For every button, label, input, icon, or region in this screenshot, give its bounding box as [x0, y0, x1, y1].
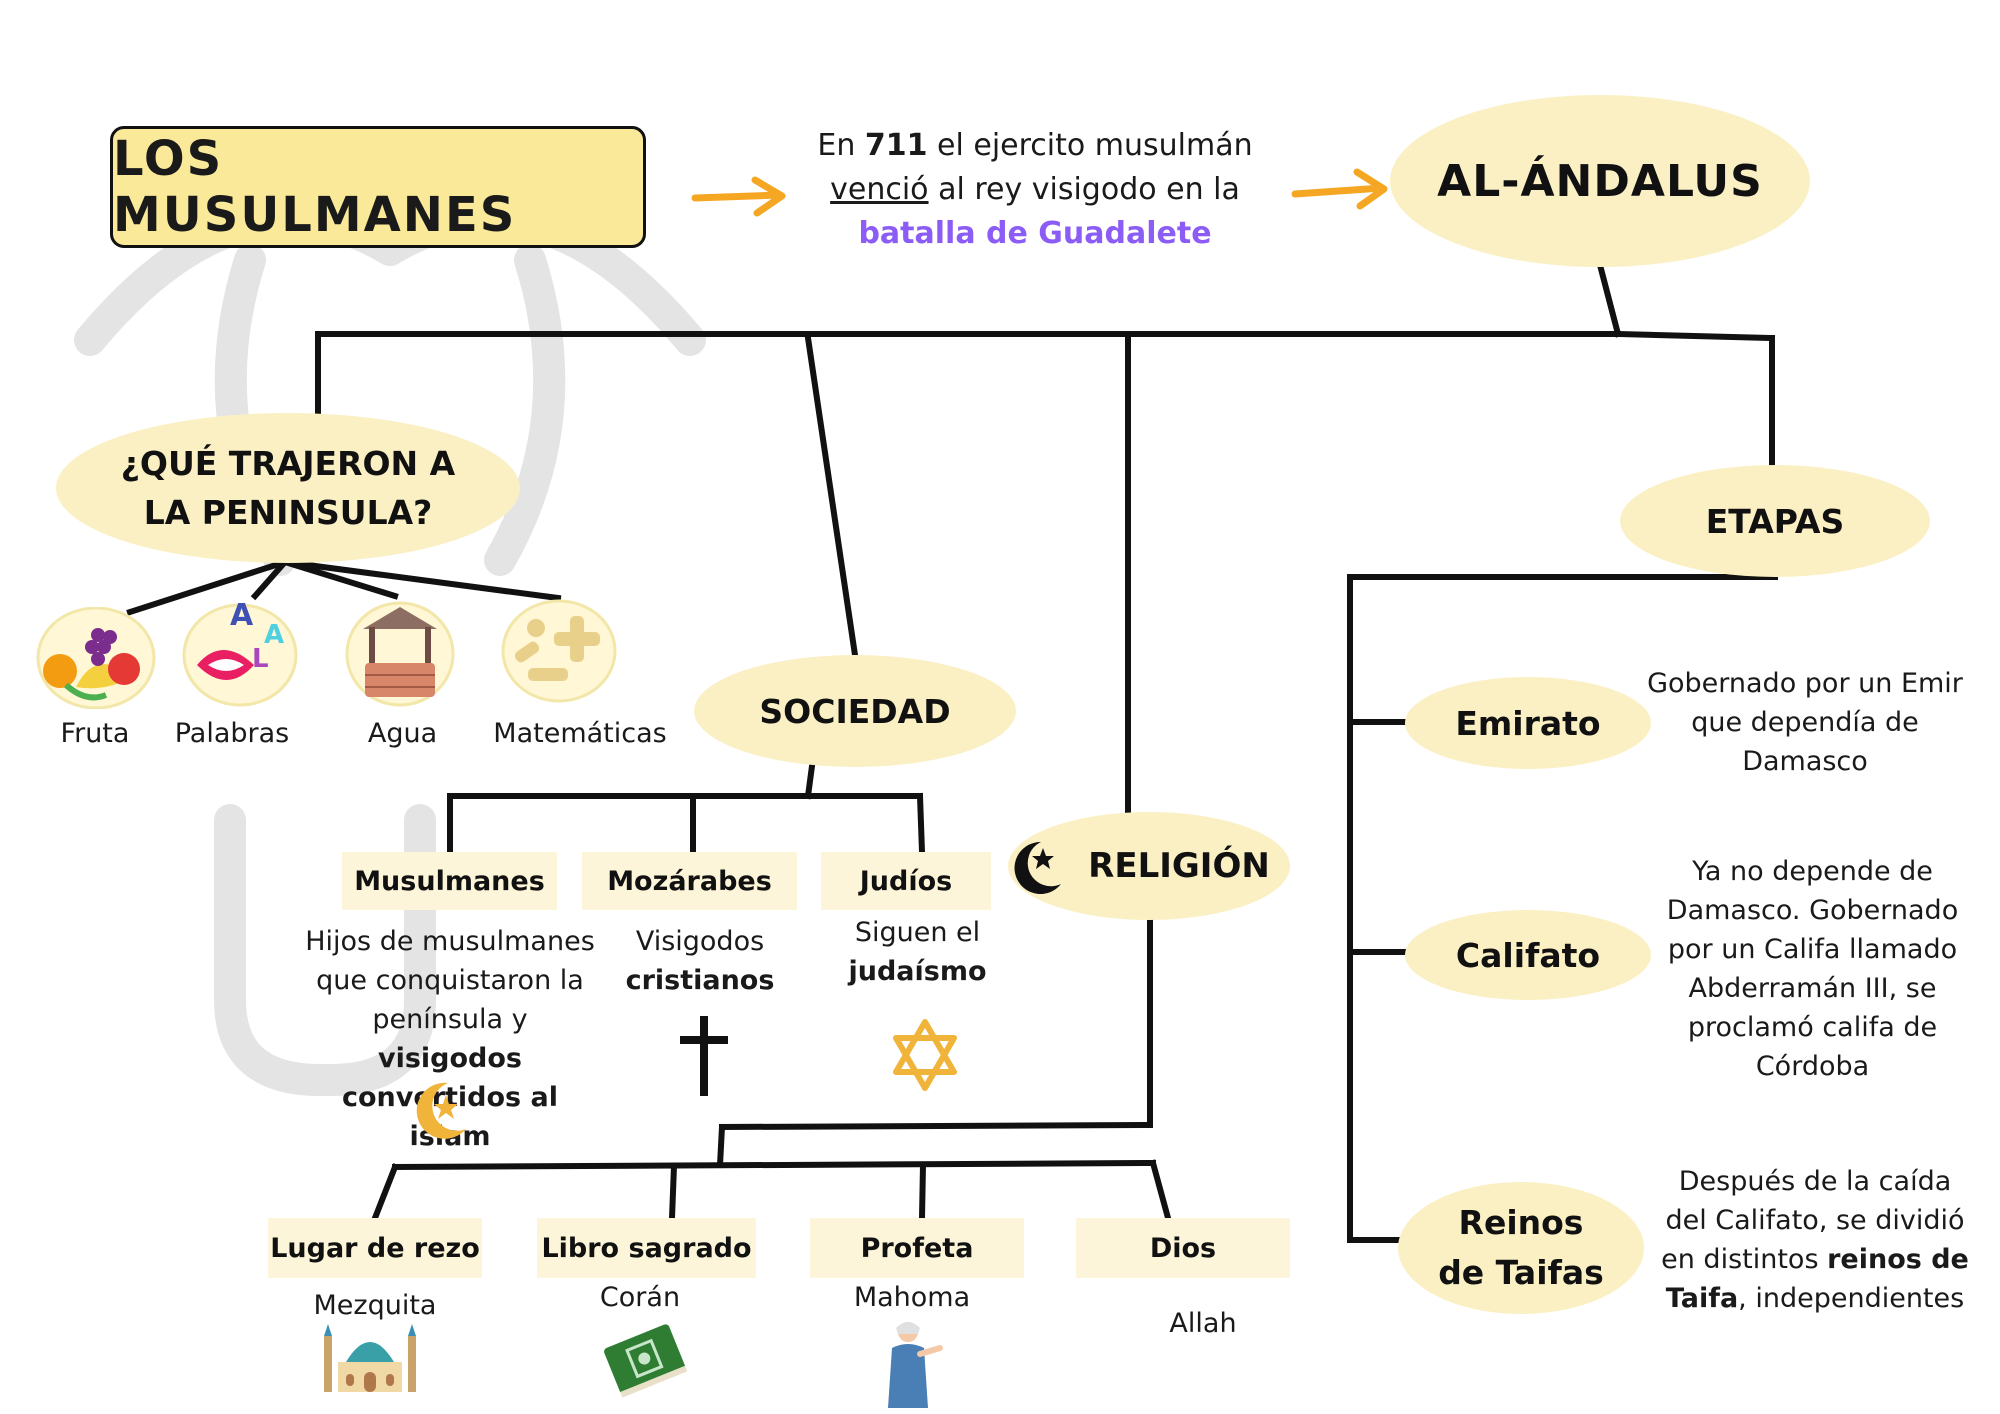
religion-value: Allah	[1169, 1308, 1237, 1339]
religion-item-libro: Libro sagrado	[537, 1218, 756, 1278]
trajeron-label: Agua	[367, 718, 438, 749]
mosque-icon	[324, 1324, 416, 1392]
star-of-david-icon	[893, 1019, 957, 1091]
trajeron-label: Palabras	[174, 718, 290, 749]
svg-text:A: A	[230, 598, 254, 633]
etapa-emirato: Emirato	[1405, 677, 1651, 769]
religion-item-dios: Dios	[1076, 1218, 1290, 1278]
svg-text:L: L	[252, 644, 269, 674]
svg-text:A: A	[264, 620, 284, 650]
al-andalus-node: AL-ÁNDALUS	[1390, 95, 1810, 267]
group-musulmanes: Musulmanes	[342, 852, 557, 910]
etapa-taifas: Reinos de Taifas	[1398, 1182, 1644, 1314]
religion-item-profeta: Profeta	[810, 1218, 1024, 1278]
cross-icon	[680, 1016, 728, 1096]
etapas-node: ETAPAS	[1620, 465, 1930, 577]
arrow-icon	[691, 168, 1388, 217]
religion-value: Mahoma	[853, 1282, 971, 1313]
crescent-star-icon	[416, 1082, 466, 1139]
math-icon	[501, 599, 617, 703]
religion-item-lugar: Lugar de rezo	[268, 1218, 482, 1278]
musulmanes-desc: Hijos de musulmanes que conquistaron la …	[305, 926, 595, 1152]
sociedad-node: SOCIEDAD	[694, 655, 1016, 767]
etapa-califato: Califato	[1405, 910, 1651, 1000]
water-well-icon	[345, 601, 455, 707]
intro-text: En 711 el ejercito musulmán venció al re…	[817, 128, 1253, 251]
trajeron-label: Fruta	[60, 718, 130, 749]
trajeron-label: Matemáticas	[493, 718, 667, 749]
trajeron-node: ¿QUÉ TRAJERON A LA PENINSULA?	[56, 413, 520, 563]
religion-value: Mezquita	[313, 1290, 437, 1321]
crescent-star-icon	[1014, 841, 1061, 894]
emirato-desc: Gobernado por un Emir que dependía de Da…	[1647, 668, 1963, 777]
words-icon: A A L	[182, 598, 298, 707]
group-mozarabes: Mozárabes	[582, 852, 797, 910]
taifas-desc: Después de la caída del Califato, se div…	[1661, 1166, 1969, 1314]
religion-node: RELIGIÓN	[1008, 812, 1290, 920]
califato-desc: Ya no depende de Damasco. Gobernado por …	[1666, 856, 1959, 1082]
fruit-icon	[36, 607, 156, 709]
quran-icon	[604, 1324, 688, 1398]
group-judios: Judíos	[821, 852, 991, 910]
prophet-icon	[888, 1322, 943, 1408]
main-title: LOS MUSULMANES	[110, 126, 646, 248]
religion-value: Corán	[599, 1282, 681, 1313]
